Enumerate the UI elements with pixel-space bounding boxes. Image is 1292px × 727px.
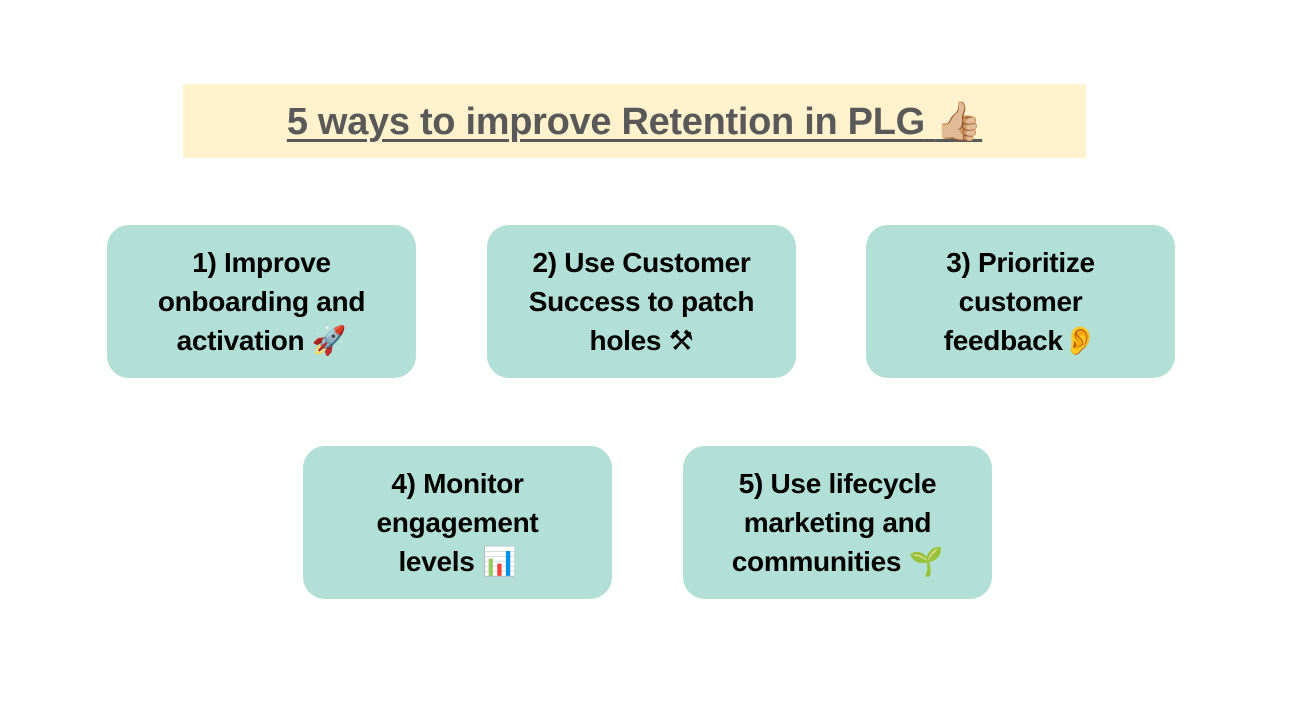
card-onboarding: 1) Improve onboarding and activation 🚀 [107,225,416,378]
seedling-icon: 🌱 [908,545,944,578]
rocket-icon: 🚀 [311,324,347,357]
thumbs-up-icon: 👍🏼 [935,98,983,143]
card-label: 1) Improve onboarding and activation [157,247,366,356]
title-banner: 5 ways to improve Retention in PLG 👍🏼 [183,84,1086,158]
title-text: 5 ways to improve Retention in PLG [286,100,925,143]
card-engagement: 4) Monitor engagement levels 📊 [303,446,612,599]
page-title: 5 ways to improve Retention in PLG 👍🏼 [286,98,983,144]
card-customer-success: 2) Use Customer Success to patch holes ⚒ [487,225,796,378]
ear-icon: 👂 [1062,324,1098,357]
card-label: 2) Use Customer Success to patch holes [528,247,755,356]
hammer-and-wrench-icon: ⚒ [668,324,694,357]
card-label: 5) Use lifecycle marketing and communiti… [731,468,937,577]
card-customer-feedback: 3) Prioritize customer feedback👂 [866,225,1175,378]
card-label: 3) Prioritize customer feedback [943,247,1095,356]
card-lifecycle-marketing: 5) Use lifecycle marketing and communiti… [683,446,992,599]
card-label: 4) Monitor engagement levels [376,468,539,577]
bar-chart-icon: 📊 [481,545,517,578]
